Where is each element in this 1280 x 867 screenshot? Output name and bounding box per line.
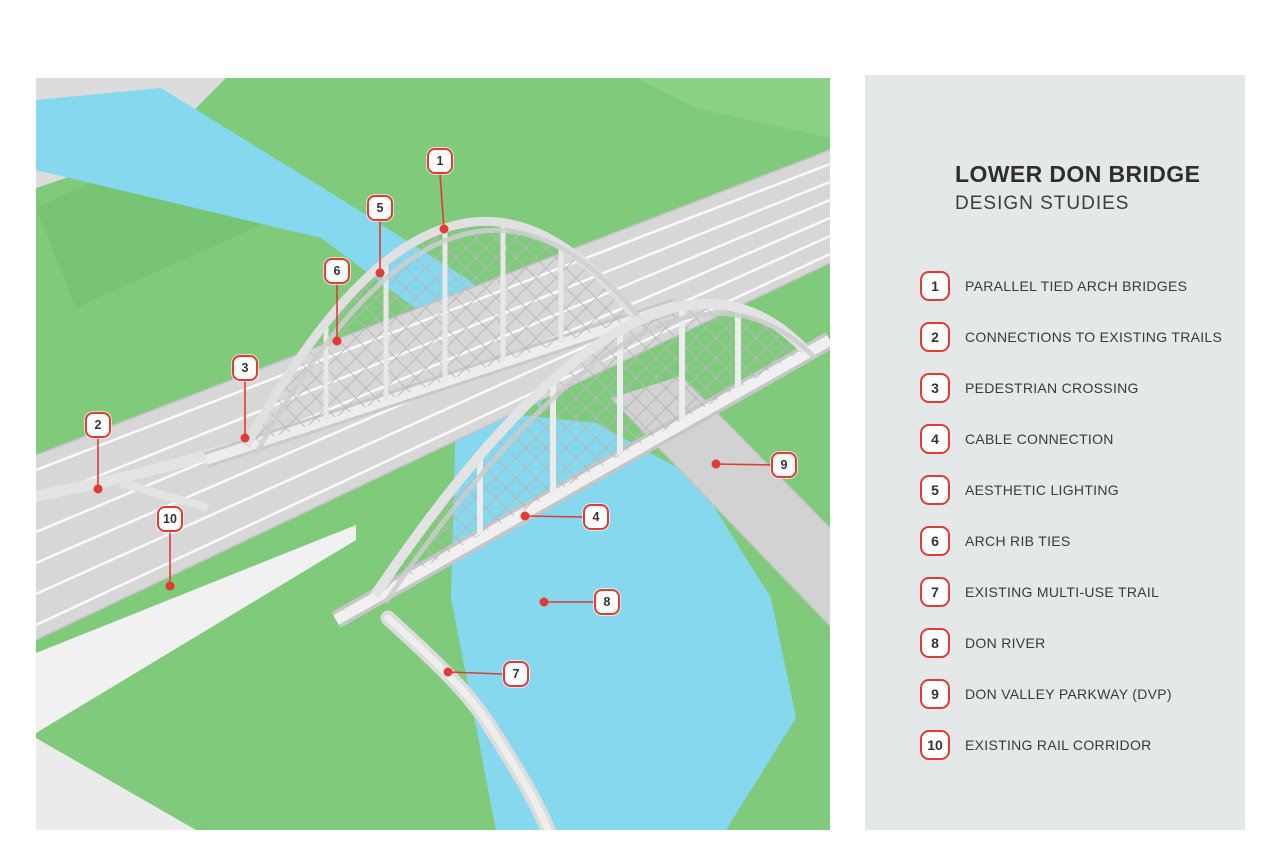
legend-badge-6: 6 [920,526,950,556]
legend-label: CONNECTIONS TO EXISTING TRAILS [965,329,1223,345]
legend-item: 4 CABLE CONNECTION [920,424,1227,454]
legend-item: 5 AESTHETIC LIGHTING [920,475,1227,505]
legend-label: DON VALLEY PARKWAY (DVP) [965,686,1172,702]
legend-item: 1 PARALLEL TIED ARCH BRIDGES [920,271,1227,301]
legend-label: EXISTING RAIL CORRIDOR [965,737,1152,753]
callout-badge-3: 3 [232,355,258,381]
legend-label: ARCH RIB TIES [965,533,1071,549]
legend-panel: LOWER DON BRIDGE DESIGN STUDIES 1 PARALL… [865,75,1245,830]
bridge-rendering: 1 2 3 4 5 6 7 8 9 10 [36,78,830,830]
multi-use-trail [380,610,556,830]
callout-badge-5: 5 [367,195,393,221]
existing-trail-connection [36,442,233,512]
legend-badge-2: 2 [920,322,950,352]
legend-label: DON RIVER [965,635,1046,651]
callout-dots [93,224,721,677]
callout-badge-6: 6 [324,258,350,284]
legend-label: PARALLEL TIED ARCH BRIDGES [965,278,1188,294]
legend-label: PEDESTRIAN CROSSING [965,380,1139,396]
callout-badge-4: 4 [583,504,609,530]
legend-item: 2 CONNECTIONS TO EXISTING TRAILS [920,322,1227,352]
callout-badge-8: 8 [594,589,620,615]
page-subtitle: DESIGN STUDIES [955,193,1130,214]
callout-badge-2: 2 [85,412,111,438]
rendering-svg [36,78,830,830]
legend-badge-5: 5 [920,475,950,505]
legend-item: 6 ARCH RIB TIES [920,526,1227,556]
callout-badge-7: 7 [503,661,529,687]
callout-badge-1: 1 [427,148,453,174]
callout-badge-10: 10 [157,506,183,532]
legend-list: 1 PARALLEL TIED ARCH BRIDGES 2 CONNECTIO… [920,271,1227,760]
callout-badge-9: 9 [771,452,797,478]
legend-item: 10 EXISTING RAIL CORRIDOR [920,730,1227,760]
legend-item: 3 PEDESTRIAN CROSSING [920,373,1227,403]
legend-badge-1: 1 [920,271,950,301]
tied-arch-bridge-near [331,299,830,628]
legend-badge-10: 10 [920,730,950,760]
tied-arch-bridge-far [203,216,679,468]
legend-badge-7: 7 [920,577,950,607]
legend-badge-9: 9 [920,679,950,709]
legend-label: EXISTING MULTI-USE TRAIL [965,584,1160,600]
legend-label: AESTHETIC LIGHTING [965,482,1119,498]
legend-item: 7 EXISTING MULTI-USE TRAIL [920,577,1227,607]
callout-leaders [97,173,772,675]
legend-badge-3: 3 [920,373,950,403]
legend-label: CABLE CONNECTION [965,431,1114,447]
legend-item: 8 DON RIVER [920,628,1227,658]
legend-badge-4: 4 [920,424,950,454]
page-title: LOWER DON BRIDGE [955,161,1201,187]
legend-badge-8: 8 [920,628,950,658]
legend-item: 9 DON VALLEY PARKWAY (DVP) [920,679,1227,709]
